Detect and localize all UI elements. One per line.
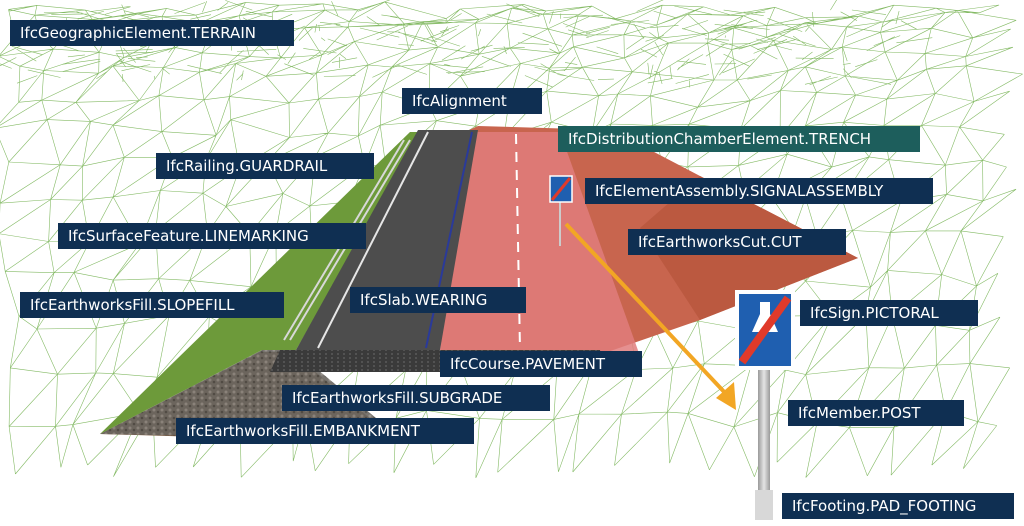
- label-pavement: IfcCourse.PAVEMENT: [440, 351, 642, 377]
- edge-line-white: [317, 131, 429, 349]
- label-cut: IfcEarthworksCut.CUT: [628, 229, 846, 255]
- label-footing: IfcFooting.PAD_FOOTING: [782, 493, 1014, 519]
- label-slopefill: IfcEarthworksFill.SLOPEFILL: [20, 292, 284, 318]
- label-alignment: IfcAlignment: [402, 88, 542, 114]
- label-trench: IfcDistributionChamberElement.TRENCH: [558, 126, 920, 152]
- label-guardrail: IfcRailing.GUARDRAIL: [156, 153, 374, 179]
- large-sign: [735, 290, 795, 520]
- slopefill-green: [100, 132, 420, 434]
- small-sign: [549, 175, 573, 246]
- label-wearing: IfcSlab.WEARING: [350, 287, 526, 313]
- zoom-arrow-head: [716, 382, 736, 410]
- label-embankment: IfcEarthworksFill.EMBANKMENT: [176, 418, 474, 444]
- label-sign: IfcSign.PICTORAL: [800, 300, 978, 326]
- center-line-dashed: [515, 133, 521, 351]
- label-linemarking: IfcSurfaceFeature.LINEMARKING: [58, 223, 366, 249]
- label-subgrade: IfcEarthworksFill.SUBGRADE: [282, 385, 550, 411]
- label-signal-assembly: IfcElementAssembly.SIGNALASSEMBLY: [585, 178, 933, 204]
- label-terrain: IfcGeographicElement.TERRAIN: [10, 20, 294, 46]
- zoom-arrow-icon: [564, 222, 730, 398]
- label-post: IfcMember.POST: [788, 400, 964, 426]
